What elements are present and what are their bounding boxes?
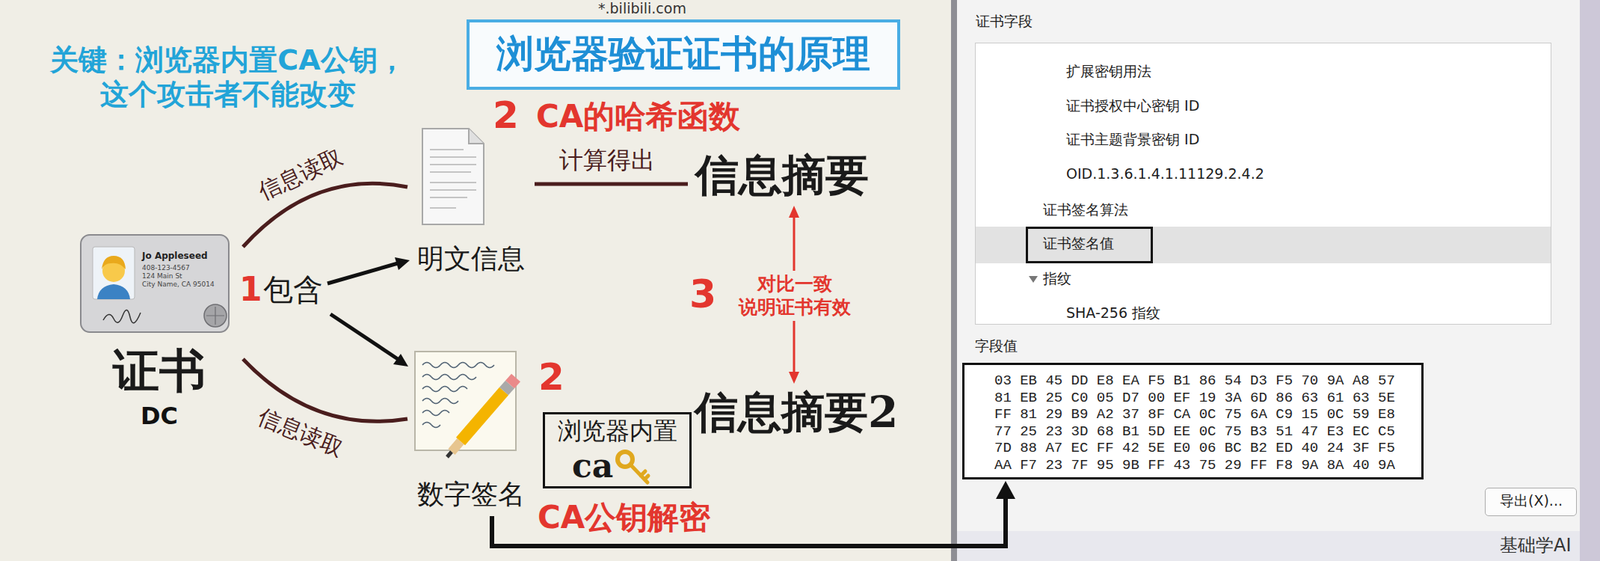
expand-triangle (1028, 275, 1038, 283)
document-icon (422, 128, 484, 225)
callout-number: 2 (492, 94, 519, 138)
title-box: 浏览器验证证书的原理 (466, 19, 901, 90)
node-text-line: DC (140, 402, 178, 430)
step-caption: CA公钥解密 (537, 499, 711, 536)
node-text-line: 指纹 (1042, 270, 1072, 288)
card-line: 408-123-4567 (142, 263, 190, 272)
digest-node: 信息摘要2 (690, 385, 903, 442)
node-text-line: 证书授权中心密钥 ID (1066, 97, 1200, 115)
node-text: 浏览器内置 (557, 417, 678, 445)
pointer-arrow (327, 263, 398, 284)
node-text: 导出(X)... (1499, 492, 1563, 510)
node-text: 字段值 (974, 337, 1018, 355)
arrowhead (788, 371, 800, 384)
node-text-line: 证书主题背景密钥 ID (1066, 131, 1200, 149)
node-text: 证书 (112, 343, 206, 398)
pencil-lead (447, 451, 452, 457)
export-button: 导出(X)... (1484, 487, 1577, 516)
callout-number: 2 (538, 355, 565, 400)
pencil-ferrule (503, 384, 510, 392)
node-text: 信息摘要 (695, 150, 869, 201)
photo-frame (92, 246, 135, 300)
person-hair (101, 255, 126, 270)
document-fold (468, 128, 484, 144)
pencil-eraser (509, 377, 516, 385)
connector (491, 494, 1006, 546)
dialog-panel (957, 0, 1580, 531)
person-shirt (97, 284, 131, 300)
signature-node: 数字签名 (407, 347, 535, 515)
arrowhead (788, 205, 800, 218)
pencil-body (460, 391, 504, 442)
desktop-strip (957, 530, 1580, 561)
edge-label: 计算得出 (556, 145, 658, 176)
window-title: *.bilibili.com (598, 0, 687, 18)
card-line: 124 Main St (142, 272, 183, 280)
node-text-line: 03 EB 45 DD E8 EA F5 B1 86 54 D3 F5 70 9… (994, 372, 1401, 474)
node-text: 数字签名 (417, 478, 525, 510)
list-ground (974, 42, 1552, 325)
digest-node: 信息摘要 (687, 148, 877, 204)
relation-label: 包含 (263, 272, 323, 307)
arrowhead (995, 480, 1016, 499)
card-name: Jo Appleseed (142, 251, 208, 262)
id-card (80, 234, 229, 332)
field-value-box: 字段值03 EB 45 DD E8 EA F5 B1 86 54 D3 F5 7… (962, 362, 1424, 480)
certificate-node: 证书 DC (74, 228, 243, 434)
arrowhead (394, 257, 410, 270)
key-note: 关键：浏览器内置CA公钥， 这个攻击者不能改变 (29, 43, 427, 112)
connector (534, 182, 688, 187)
plaintext-node: 明文信息 (407, 123, 535, 279)
card-signature (103, 309, 141, 323)
node-text-line: ca (571, 449, 614, 483)
slide-ground (0, 0, 952, 561)
signature-paper (414, 351, 516, 451)
node-text: 证书签名值 (1042, 235, 1115, 252)
window-gap (951, 0, 958, 561)
ca-key-box: 浏览器内置 ca (542, 411, 692, 489)
card-chip-lines (206, 306, 225, 325)
card-line: City Name, CA 95014 (142, 280, 215, 288)
key-icon (630, 464, 649, 483)
node-text-line: OID.1.3.6.1.4.1.11129.2.4.2 (1066, 165, 1265, 183)
selected-row-band (975, 226, 1551, 264)
node-text: 明文信息 (417, 242, 525, 274)
card-chip (204, 304, 227, 327)
callout-number: 1 (239, 270, 263, 309)
node-text-line: 扩展密钥用法 (1066, 63, 1152, 80)
callout-number: 3 (689, 272, 717, 318)
selected-field: 证书签名值 (1025, 226, 1153, 264)
pencil-tip (451, 441, 461, 452)
watermark: 基础学AI (1499, 535, 1572, 557)
node-text-line: SHA-256 指纹 (1066, 305, 1161, 322)
step-caption: CA的哈希函数 (536, 98, 741, 135)
field-list: 证书字段扩展密钥用法证书授权中心密钥 ID证书主题背景密钥 IDOID.1.3.… (974, 42, 1552, 325)
node-text-line: 证书签名算法 (1042, 201, 1129, 219)
arrowhead (393, 353, 409, 367)
document-lines (429, 149, 477, 208)
pointer-arrow (330, 314, 398, 359)
edge-label: 对比一致 说明证书有效 (725, 270, 863, 321)
desktop-strip (1579, 0, 1600, 561)
node-text: 信息摘要2 (694, 387, 898, 438)
node-text: 证书字段 (975, 13, 1033, 30)
